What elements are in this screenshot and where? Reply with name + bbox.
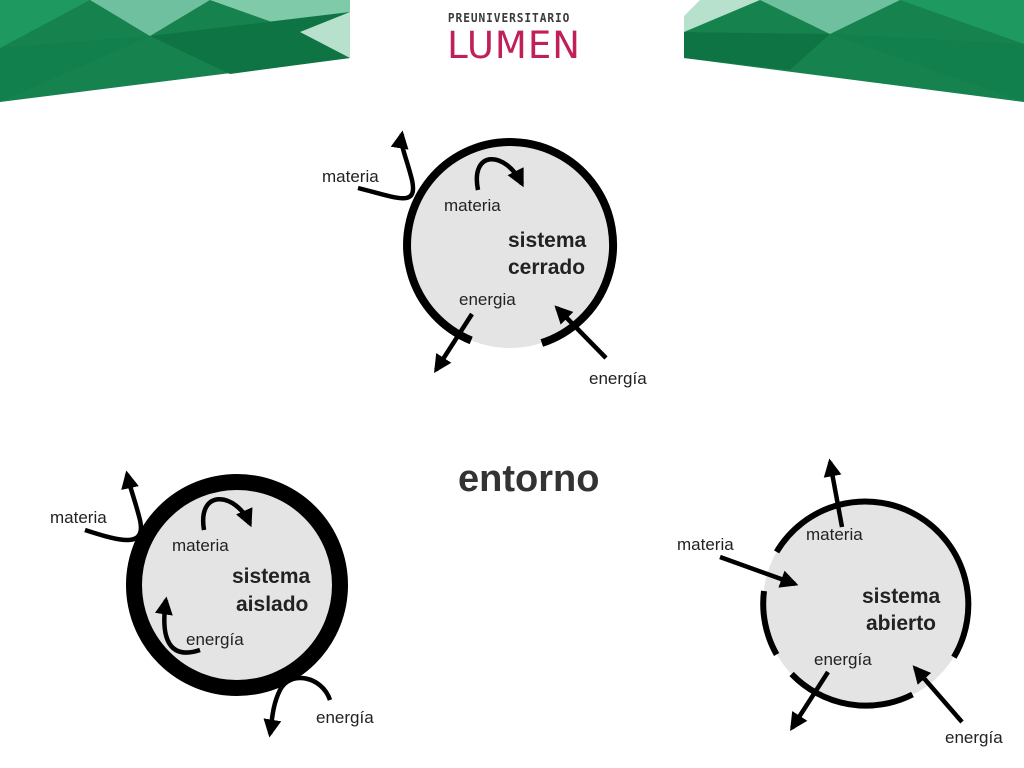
open-system-energy-out-arrow	[790, 670, 830, 732]
open-outside-energy-label: energía	[945, 728, 1003, 747]
open-system-matter-out-arrow	[823, 458, 845, 528]
isolated-title-line2: aislado	[236, 593, 308, 616]
open-system-boundary-top	[774, 498, 972, 659]
isolated-system-matter-in-arrow	[200, 497, 253, 531]
closed-system-matter-in-arrow	[474, 157, 525, 191]
open-title-line2: abierto	[866, 612, 936, 635]
closed-system-boundary	[403, 138, 618, 347]
closed-system-matter-out-arrow	[357, 130, 416, 201]
closed-outside-matter-label: materia	[322, 167, 379, 186]
open-system-energy-in-arrow	[912, 665, 964, 724]
open-inside-matter-label: materia	[806, 525, 863, 544]
closed-system	[357, 130, 618, 374]
closed-system-energy-out-arrow	[434, 312, 474, 374]
isolated-system-body	[126, 474, 348, 696]
isolated-system-matter-out-arrow	[84, 470, 144, 543]
open-system-matter-in-arrow	[719, 554, 799, 588]
logo-title: LUMEN	[447, 24, 581, 67]
isolated-inside-matter-label: materia	[172, 536, 229, 555]
closed-outside-energy-label: energía	[589, 369, 647, 388]
labels: materia materia sistema cerrado energia …	[50, 167, 1003, 747]
isolated-title-line1: sistema	[232, 565, 311, 588]
isolated-system	[84, 470, 348, 738]
open-inside-energy-label: energía	[814, 650, 872, 669]
open-system-boundary-bottom	[789, 671, 914, 709]
open-title-line1: sistema	[862, 585, 941, 608]
closed-inside-energy-label: energia	[459, 290, 516, 309]
closed-title-line2: cerrado	[508, 256, 585, 279]
closed-inside-matter-label: materia	[444, 196, 501, 215]
closed-title-line1: sistema	[508, 229, 587, 252]
isolated-outside-matter-label: materia	[50, 508, 107, 527]
open-system-body	[763, 500, 969, 706]
isolated-system-energy-out-arrow	[263, 675, 333, 738]
header-banner-right	[684, 0, 1024, 102]
open-system	[719, 458, 972, 732]
open-outside-matter-label: materia	[677, 535, 734, 554]
isolated-outside-energy-label: energía	[316, 708, 374, 727]
header-banner-left	[0, 0, 350, 102]
isolated-system-energy-in-arrow	[154, 596, 201, 655]
logo-subtitle: PREUNIVERSITARIO	[447, 11, 571, 25]
closed-system-body	[407, 142, 613, 348]
environment-label: entorno	[458, 458, 599, 500]
closed-system-energy-in-arrow	[554, 305, 608, 360]
isolated-inside-energy-label: energía	[186, 630, 244, 649]
open-system-boundary-left	[760, 590, 780, 656]
